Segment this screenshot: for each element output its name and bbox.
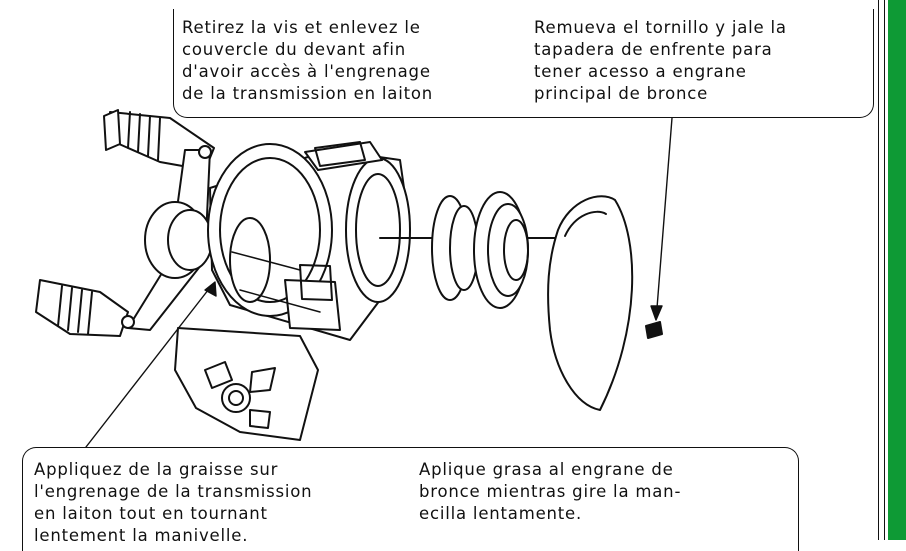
text-line: Aplique grasa al engrane de <box>419 460 674 479</box>
leader-lines <box>85 117 673 448</box>
callout-apply-grease-spanish: Aplique grasa al engrane de bronce mient… <box>419 459 681 525</box>
handle-assembly <box>35 109 215 337</box>
spool <box>379 191 561 309</box>
screw <box>645 321 663 339</box>
callout-remove-cover-spanish: Remueva el tornillo y jale la tapadera d… <box>534 17 787 105</box>
page-border <box>878 0 885 540</box>
text-line: de la transmission en laiton <box>182 84 434 103</box>
text-line: Appliquez de la graisse sur <box>34 460 279 479</box>
text-line: lentement la manivelle. <box>34 526 249 545</box>
text-line: en laiton tout en tournant <box>34 504 268 523</box>
text-line: tener acesso a engrane <box>534 62 747 81</box>
text-line: couvercle du devant afin <box>182 40 407 59</box>
text-line: ecilla lentamente. <box>419 504 583 523</box>
text-line: d'avoir accès à l'engrenage <box>182 62 431 81</box>
side-cover <box>547 195 634 411</box>
callout-remove-cover-french: Retirez la vis et enlevez le couvercle d… <box>182 17 433 105</box>
text-line: Retirez la vis et enlevez le <box>182 18 421 37</box>
callout-apply-grease: Appliquez de la graisse sur l'engrenage … <box>22 447 799 551</box>
callout-remove-cover: Retirez la vis et enlevez le couvercle d… <box>173 9 874 118</box>
callout-apply-grease-french: Appliquez de la graisse sur l'engrenage … <box>34 459 312 547</box>
text-line: tapadera de enfrente para <box>534 40 773 59</box>
text-line: bronce mientras gire la man- <box>419 482 682 501</box>
text-line: l'engrenage de la transmission <box>34 482 313 501</box>
side-color-tab <box>888 0 906 540</box>
text-line: Remueva el tornillo y jale la <box>534 18 787 37</box>
front-cover <box>174 327 319 441</box>
reel-body <box>144 141 411 341</box>
text-line: principal de bronce <box>534 84 709 103</box>
